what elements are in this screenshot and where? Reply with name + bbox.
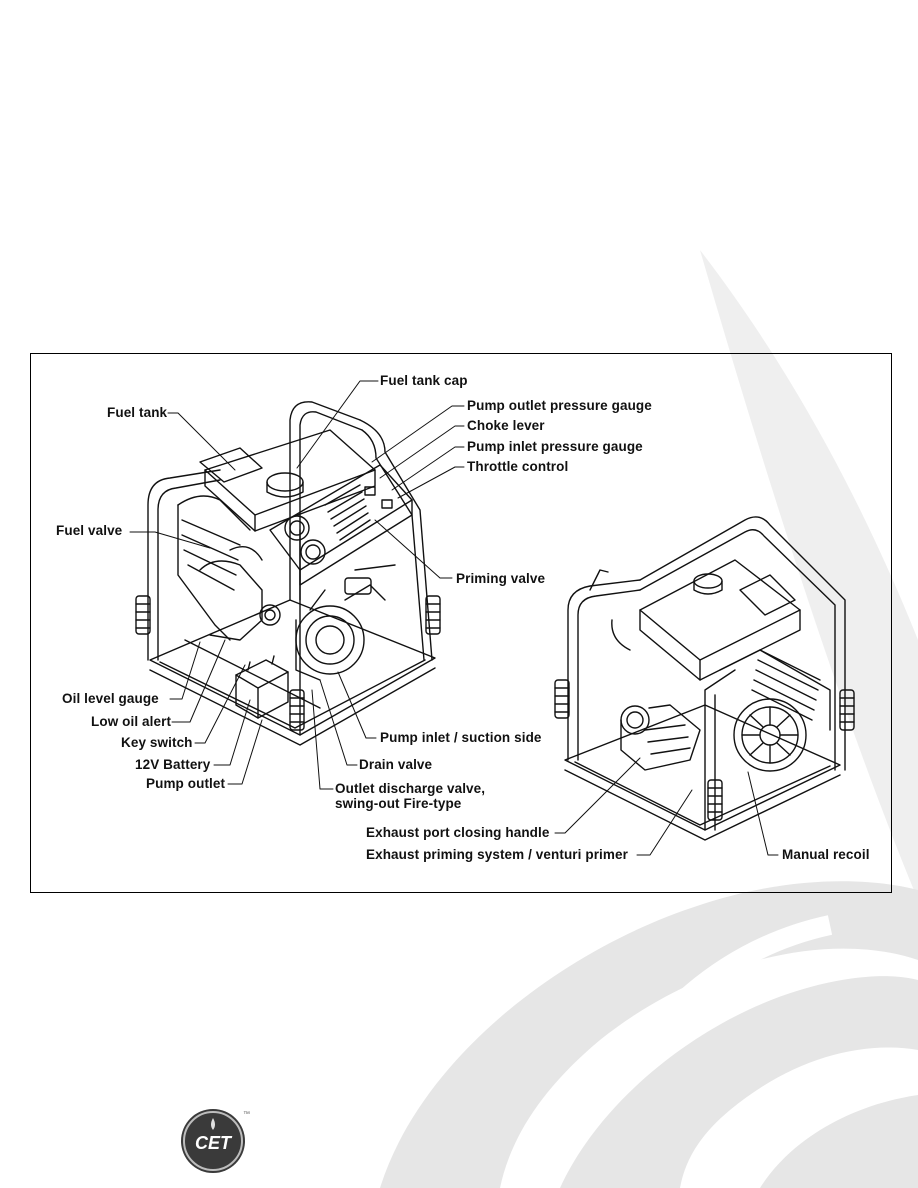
label-pump-outlet-pressure-gauge: Pump outlet pressure gauge [467,398,652,413]
label-key-switch: Key switch [121,735,193,750]
label-priming-valve: Priming valve [456,571,546,586]
label-fuel-valve: Fuel valve [56,523,123,538]
label-oil-level-gauge: Oil level gauge [62,691,159,706]
label-pump-inlet-suction-side: Pump inlet / suction side [380,730,542,745]
label-exhaust-priming-system: Exhaust priming system / venturi primer [366,847,628,862]
flame-icon [211,1118,215,1130]
label-exhaust-port-closing-handle: Exhaust port closing handle [366,825,550,840]
label-pump-outlet: Pump outlet [146,776,226,791]
figure-frame [30,353,892,893]
label-pump-inlet-pressure-gauge: Pump inlet pressure gauge [467,439,643,454]
leader-lines [129,380,779,856]
right-pump-drawing [554,516,855,841]
left-pump-drawing [135,401,441,746]
label-drain-valve: Drain valve [359,757,433,772]
label-manual-recoil: Manual recoil [782,847,870,862]
label-choke-lever: Choke lever [467,418,545,433]
label-low-oil-alert: Low oil alert [91,714,172,729]
label-throttle-control: Throttle control [467,459,569,474]
logo-trademark: ™ [243,1111,250,1118]
label-fuel-tank-cap: Fuel tank cap [380,373,468,388]
label-12v-battery: 12V Battery [135,757,211,772]
label-fuel-tank: Fuel tank [107,405,168,420]
logo-text: CET [195,1133,233,1153]
label-outlet-discharge-valve-line2: swing-out Fire-type [335,796,462,811]
label-outlet-discharge-valve-line1: Outlet discharge valve, [335,781,486,796]
cet-logo: CET ™ [181,1109,250,1173]
